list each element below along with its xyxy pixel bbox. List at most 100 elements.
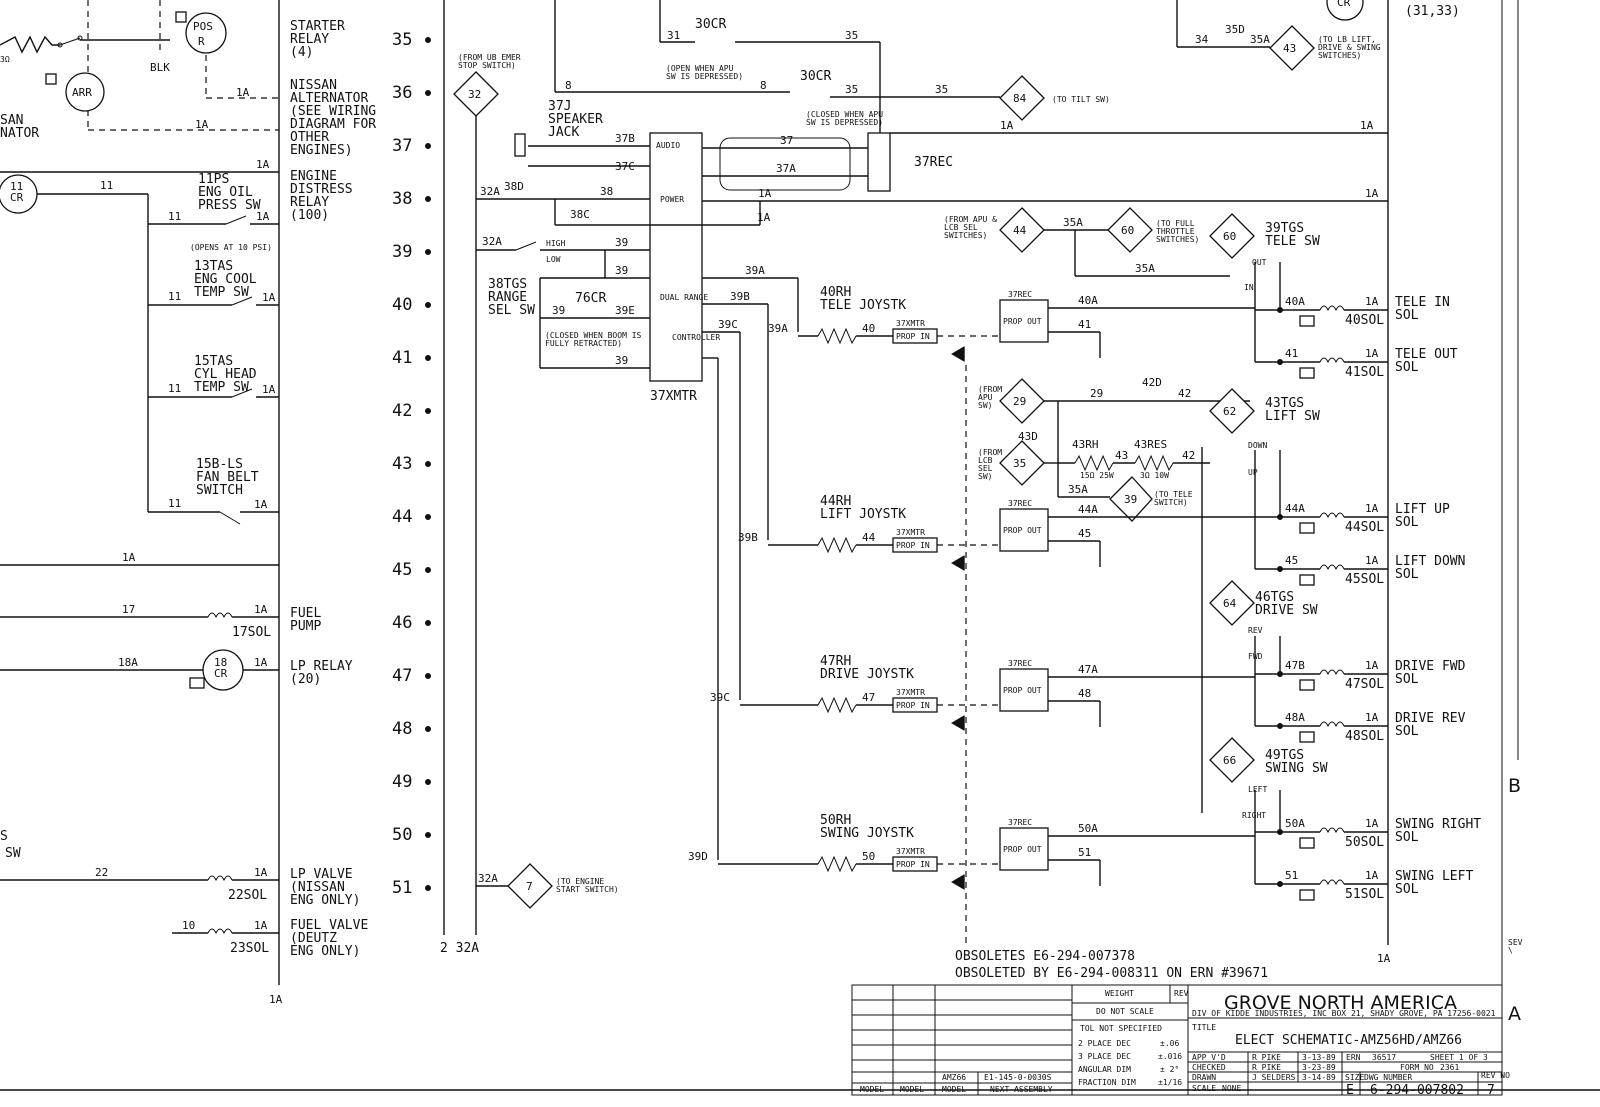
prop-out-label: PROP OUT bbox=[1003, 317, 1042, 326]
rb-tag-icon bbox=[189, 677, 205, 689]
wire-35a: 35A bbox=[1250, 33, 1270, 46]
wire-1a: 1A bbox=[1365, 817, 1379, 830]
dec3-value: ±.016 bbox=[1158, 1052, 1182, 1061]
controller-output-wire: 39D bbox=[688, 850, 708, 863]
channel-wire-a: 50A bbox=[1078, 822, 1098, 835]
rung-dot bbox=[425, 37, 431, 43]
rec-small-label: 37REC bbox=[1008, 290, 1032, 299]
ref-62-label: 62 bbox=[1223, 405, 1236, 418]
in-label: IN bbox=[1244, 283, 1254, 292]
vb-tag-icon bbox=[1299, 837, 1315, 849]
checked-label: CHECKED bbox=[1192, 1063, 1226, 1072]
cr76-label: 76CR bbox=[575, 291, 606, 306]
up-label: UP bbox=[1248, 468, 1258, 477]
wire-1a: 1A bbox=[1360, 119, 1374, 132]
vb-tag-icon bbox=[1299, 731, 1315, 743]
solenoid-wire: 50A bbox=[1285, 817, 1305, 830]
rung-number: 38 bbox=[392, 189, 412, 209]
wire-1a: 1A bbox=[262, 291, 276, 304]
wire-37b: 37B bbox=[615, 132, 635, 145]
vb-tag-icon bbox=[1299, 679, 1315, 691]
ref-60-label: 60 bbox=[1223, 230, 1236, 243]
xmtr-small-label: 37XMTR bbox=[896, 319, 925, 328]
division-line: DIV OF KIDDE INDUSTRIES, INC BOX 21, SHA… bbox=[1192, 1009, 1496, 1018]
wire-22: 22 bbox=[95, 866, 108, 879]
rung-dot bbox=[425, 567, 431, 573]
rung-number: 37 bbox=[392, 136, 412, 156]
power-label: POWER bbox=[660, 195, 684, 204]
wire-32a: 32A bbox=[480, 185, 500, 198]
rev-label: REV bbox=[1248, 626, 1263, 635]
wire-1a: 1A bbox=[1365, 347, 1379, 360]
e-tag-icon bbox=[175, 11, 187, 23]
solenoid-coil-icon bbox=[1319, 564, 1345, 571]
rec-label: 37REC bbox=[914, 155, 953, 170]
ref-43-label: 43 bbox=[1283, 42, 1296, 55]
sol22-label: 22SOL bbox=[228, 888, 267, 903]
rung-dot bbox=[425, 620, 431, 626]
rung-number: 41 bbox=[392, 348, 412, 368]
prop-in-label: PROP IN bbox=[896, 860, 930, 869]
prop-out-label: PROP OUT bbox=[1003, 686, 1042, 695]
bottom-1a: 1A bbox=[269, 993, 283, 1006]
ref-60-icon bbox=[1209, 213, 1255, 259]
ref-43-icon bbox=[1269, 25, 1315, 71]
wire-1a: 1A bbox=[256, 210, 270, 223]
pos-relay-icon bbox=[185, 12, 227, 54]
form-label: FORM NO bbox=[1400, 1063, 1434, 1072]
channel-wire-b: 51 bbox=[1078, 846, 1091, 859]
rung-number: 46 bbox=[392, 613, 412, 633]
wire-37c: 37C bbox=[615, 160, 635, 173]
joystick-resistor-icon bbox=[817, 536, 857, 554]
prop-out-label: PROP OUT bbox=[1003, 845, 1042, 854]
approved-date: 3-13-89 bbox=[1302, 1053, 1336, 1062]
wire-11: 11 bbox=[168, 382, 181, 395]
solenoid-wire: 44A bbox=[1285, 502, 1305, 515]
ref-29-label: 29 bbox=[1013, 395, 1026, 408]
solenoid-wire: 40A bbox=[1285, 295, 1305, 308]
zone-b-marker: B bbox=[1508, 775, 1521, 797]
joystick-wire: 47 bbox=[862, 691, 875, 704]
controller-label: CONTROLLER bbox=[672, 333, 720, 342]
solenoid-coil-icon bbox=[1319, 305, 1345, 312]
next-assembly-label: NEXT ASSEMBLY bbox=[990, 1085, 1053, 1094]
ref-7-icon bbox=[507, 863, 553, 909]
rung-dot bbox=[425, 726, 431, 732]
title-block: GROVE NORTH AMERICA DIV OF KIDDE INDUSTR… bbox=[851, 984, 1510, 1098]
solenoid-number: 45SOL bbox=[1345, 572, 1384, 587]
rung-dot bbox=[425, 832, 431, 838]
assembly-number: E1-145-0-0030S bbox=[984, 1073, 1052, 1082]
wire-31: 31 bbox=[667, 29, 680, 42]
wire-32a: 32A bbox=[482, 235, 502, 248]
wire-35: 35 bbox=[845, 29, 858, 42]
wire-42: 42 bbox=[1182, 449, 1195, 462]
obsoleted-by-note: OBSOLETED BY E6-294-008311 ON ERN #39671 bbox=[955, 966, 1268, 981]
diode-43d-label: 43D bbox=[1018, 430, 1038, 443]
wire-11: 11 bbox=[168, 290, 181, 303]
wire-1a: 1A bbox=[195, 118, 209, 131]
joystick-resistor-icon bbox=[817, 327, 857, 345]
rev-value: 7 bbox=[1487, 1083, 1495, 1098]
wire-39c: 39C bbox=[718, 318, 738, 331]
rung-dot bbox=[425, 408, 431, 414]
